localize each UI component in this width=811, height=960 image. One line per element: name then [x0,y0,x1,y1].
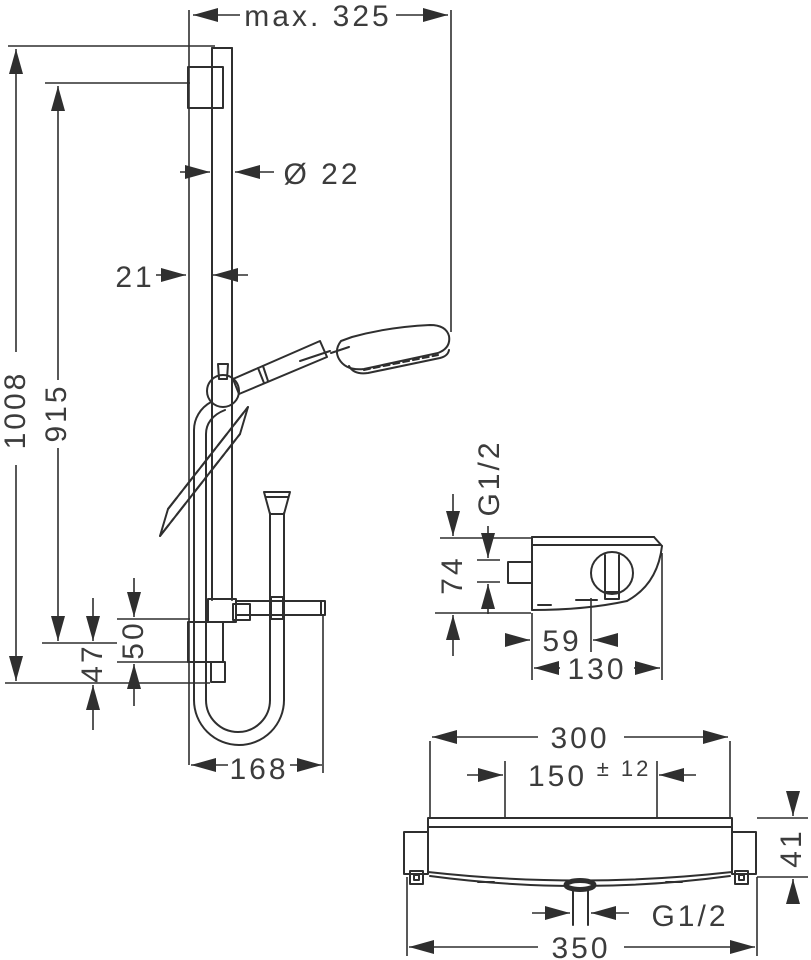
holder-knob [206,374,240,408]
select-button [330,346,350,354]
dim-knob-offset-label: 59 [542,625,581,658]
right-screw [734,870,749,885]
dim-total-width-label: 350 [551,932,610,960]
dim-bracket-height-label: 50 [117,620,150,659]
lower-bracket-assembly [187,598,326,683]
break-marks [159,406,249,537]
dim-inlet-spacing-label: 150 ± 12 [528,755,651,793]
hand-shower [232,324,451,395]
dim-total-height-label: 1008 [0,371,32,450]
dim-side-depth-label: 74 [436,555,469,594]
holder-pin [217,363,229,380]
right-mount [731,831,757,875]
dim-bar-diameter-label: Ø 22 [283,158,360,191]
left-mount [403,831,429,875]
body-curve [626,545,663,602]
left-screw [409,870,424,885]
top-bracket [187,66,224,109]
thermostat-front-view [403,817,757,926]
hose-nut [263,491,291,515]
thermostat-side-view [507,536,663,611]
shower-hose [193,401,291,746]
spray-nozzles [363,354,439,371]
outlet-spout [563,878,597,926]
dim-lower-offset-label: 47 [76,643,109,682]
shower-head [335,324,451,371]
dim-wall-offset-label: 21 [115,261,154,294]
dim-body-width-label: 300 [550,722,609,755]
dim-side-thread-label: G1/2 [473,439,506,516]
slider-holder [206,363,240,408]
dim-outlet-thread-label: G1/2 [651,900,728,933]
wall-bar [187,47,233,601]
dim-bar-height-label: 915 [40,383,73,442]
dim-max-width-label: max. 325 [244,0,391,33]
hand-shower-handle [232,340,328,395]
dim-front-height-label: 41 [775,828,808,867]
outlet-arm [235,600,326,616]
dim-hose-loop-width-label: 168 [229,753,288,786]
bracket-foot [210,661,226,683]
thermostat-knob [590,551,634,600]
inlet-connector [507,561,533,584]
dim-side-width-label: 130 [567,653,626,686]
dimension-lines [5,7,808,956]
main-view [159,47,451,746]
